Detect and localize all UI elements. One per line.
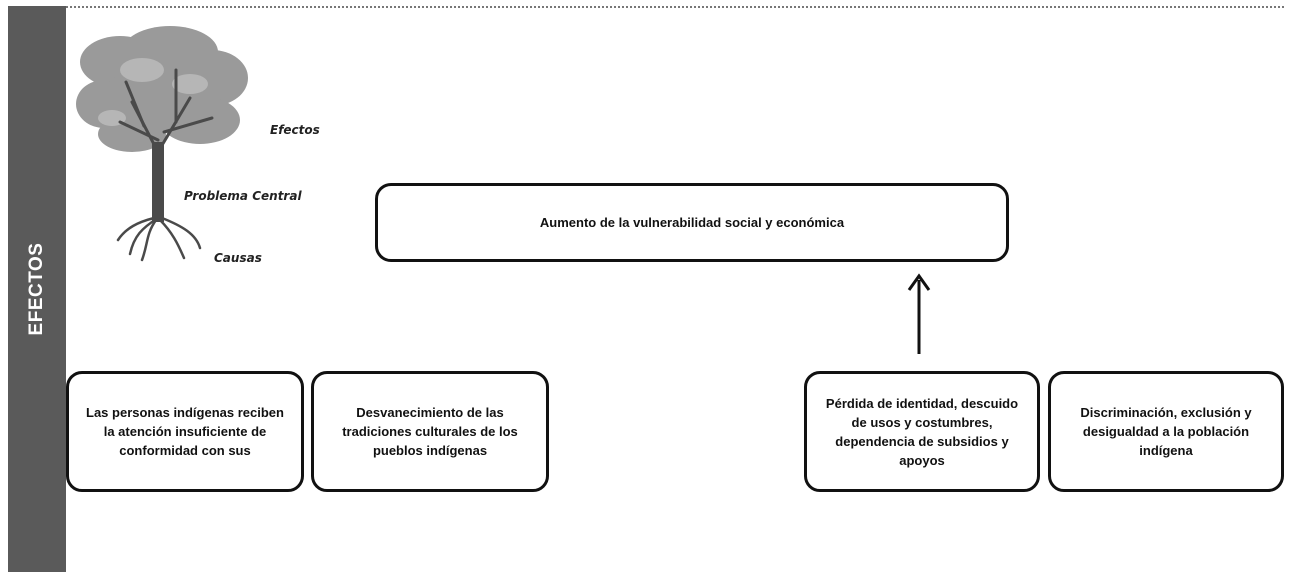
tree-label-central: Problema Central [184, 189, 302, 203]
effect-box-1: Las personas indígenas reciben la atenci… [66, 371, 304, 492]
effect-box-4: Discriminación, exclusión y desigualdad … [1048, 371, 1284, 492]
top-divider [66, 6, 1284, 8]
section-label: EFECTOS [26, 242, 47, 336]
central-effect-text: Aumento de la vulnerabilidad social y ec… [539, 215, 845, 230]
problem-tree-icon [76, 26, 248, 262]
effect-text-3: Pérdida de identidad, descuido de usos y… [825, 395, 1019, 468]
effect-text-1: Las personas indígenas reciben la atenci… [86, 405, 284, 458]
effect-box-3: Pérdida de identidad, descuido de usos y… [804, 371, 1040, 492]
tree-label-causes: Causas [214, 251, 262, 265]
effect-text-4: Discriminación, exclusión y desigualdad … [1080, 405, 1252, 458]
tree-label-effects: Efectos [270, 123, 320, 137]
central-effect-box: Aumento de la vulnerabilidad social y ec… [375, 183, 1009, 262]
arrow-up-icon [907, 273, 931, 354]
effect-box-2: Desvanecimiento de las tradiciones cultu… [311, 371, 549, 492]
section-sidebar [8, 6, 66, 572]
effect-text-2: Desvanecimiento de las tradiciones cultu… [342, 405, 518, 458]
